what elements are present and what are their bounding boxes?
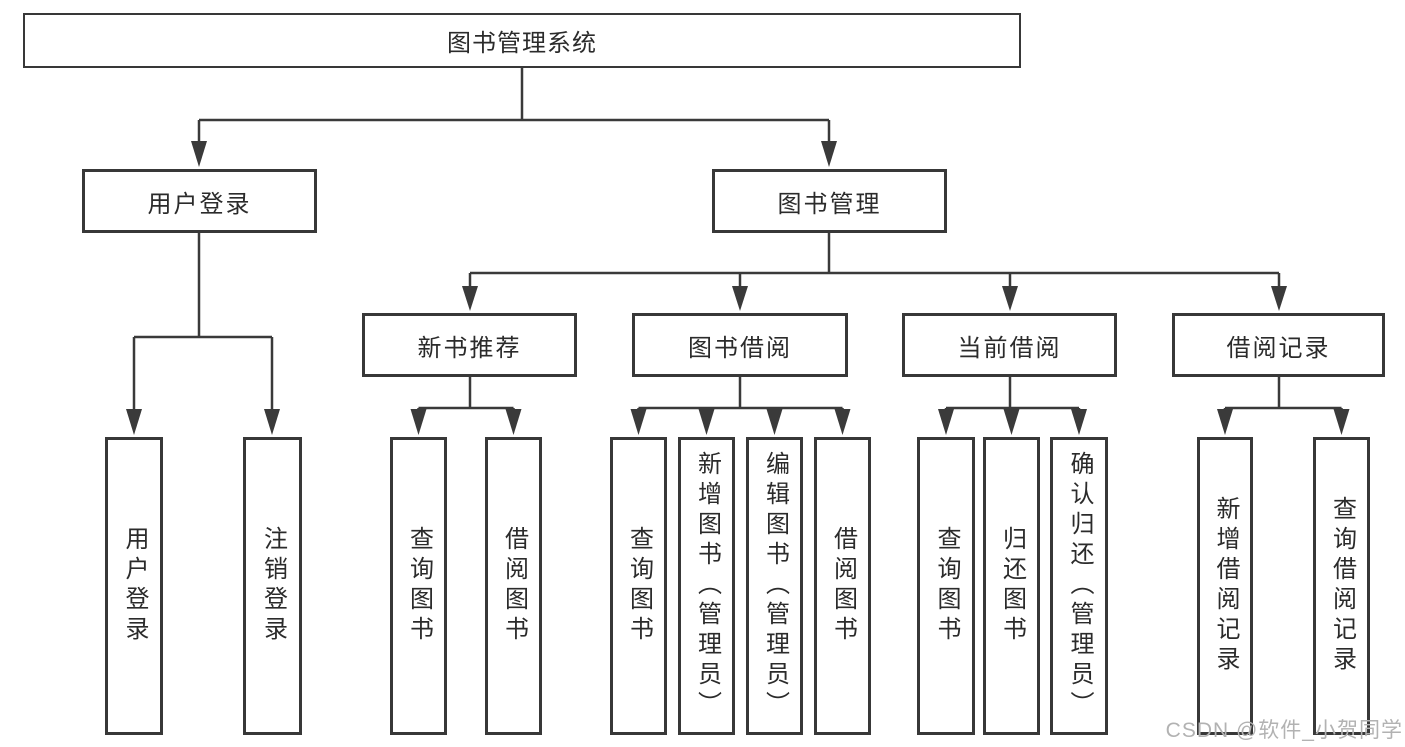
arrow-down-icon xyxy=(630,409,647,435)
leaf-label: 借阅图书 xyxy=(500,526,528,646)
node-new-book-recommendation: 新书推荐 xyxy=(362,313,577,377)
arrow-down-icon xyxy=(1333,409,1350,435)
arrow-down-icon xyxy=(191,141,207,167)
leaf-label: 新增借阅记录 xyxy=(1212,496,1239,676)
arrow-down-icon xyxy=(1071,409,1087,435)
leaf-label: 注销登录 xyxy=(259,526,287,646)
node-root-library-management-system: 图书管理系统 xyxy=(23,13,1021,68)
arrow-down-icon xyxy=(126,409,142,435)
leaf-query-books-recommend: 查询图书 xyxy=(390,437,447,735)
leaf-label: 查询图书 xyxy=(405,526,433,646)
leaf-label: 查询图书 xyxy=(933,526,960,646)
arrow-down-icon xyxy=(732,286,748,311)
csdn-watermark: CSDN @软件_小贺同学 xyxy=(1165,719,1403,742)
arrow-down-icon xyxy=(410,409,427,435)
node-borrowing-records: 借阅记录 xyxy=(1172,313,1385,377)
leaf-add-books-admin: 新增图书（管理员） xyxy=(678,437,735,735)
leaf-label: 归还图书 xyxy=(998,526,1026,646)
arrow-down-icon xyxy=(834,409,851,435)
arrow-down-icon xyxy=(1271,286,1287,311)
leaf-label: 确认归还（管理员） xyxy=(1066,451,1093,721)
arrow-down-icon xyxy=(821,141,837,167)
node-current-borrowing: 当前借阅 xyxy=(902,313,1117,377)
leaf-query-borrow-record: 查询借阅记录 xyxy=(1313,437,1370,735)
leaf-add-borrow-record: 新增借阅记录 xyxy=(1197,437,1253,735)
leaf-borrow-books: 借阅图书 xyxy=(814,437,871,735)
leaf-query-books-borrow: 查询图书 xyxy=(610,437,667,735)
node-user-login: 用户登录 xyxy=(82,169,317,233)
leaf-borrow-books-recommend: 借阅图书 xyxy=(485,437,542,735)
leaf-label: 查询借阅记录 xyxy=(1328,496,1356,676)
arrow-down-icon xyxy=(1003,409,1020,435)
leaf-label: 新增图书（管理员） xyxy=(693,451,721,721)
leaf-label: 查询图书 xyxy=(625,526,653,646)
node-book-management: 图书管理 xyxy=(712,169,947,233)
leaf-label: 借阅图书 xyxy=(829,526,857,646)
arrow-down-icon xyxy=(462,286,478,311)
arrow-down-icon xyxy=(264,409,280,435)
arrow-down-icon xyxy=(698,409,715,435)
leaf-user-login: 用户登录 xyxy=(105,437,163,735)
arrow-down-icon xyxy=(1002,286,1018,311)
leaf-confirm-return-admin: 确认归还（管理员） xyxy=(1050,437,1108,735)
arrow-down-icon xyxy=(1217,409,1233,435)
leaf-edit-books-admin: 编辑图书（管理员） xyxy=(746,437,803,735)
arrowhead-group xyxy=(126,141,1350,435)
leaf-return-books: 归还图书 xyxy=(983,437,1040,735)
arrow-down-icon xyxy=(505,409,522,435)
leaf-query-books-current: 查询图书 xyxy=(917,437,975,735)
node-book-borrowing: 图书借阅 xyxy=(632,313,848,377)
leaf-label: 编辑图书（管理员） xyxy=(761,451,789,721)
leaf-logout: 注销登录 xyxy=(243,437,302,735)
arrow-down-icon xyxy=(938,409,954,435)
arrow-down-icon xyxy=(766,409,783,435)
leaf-label: 用户登录 xyxy=(121,526,148,646)
